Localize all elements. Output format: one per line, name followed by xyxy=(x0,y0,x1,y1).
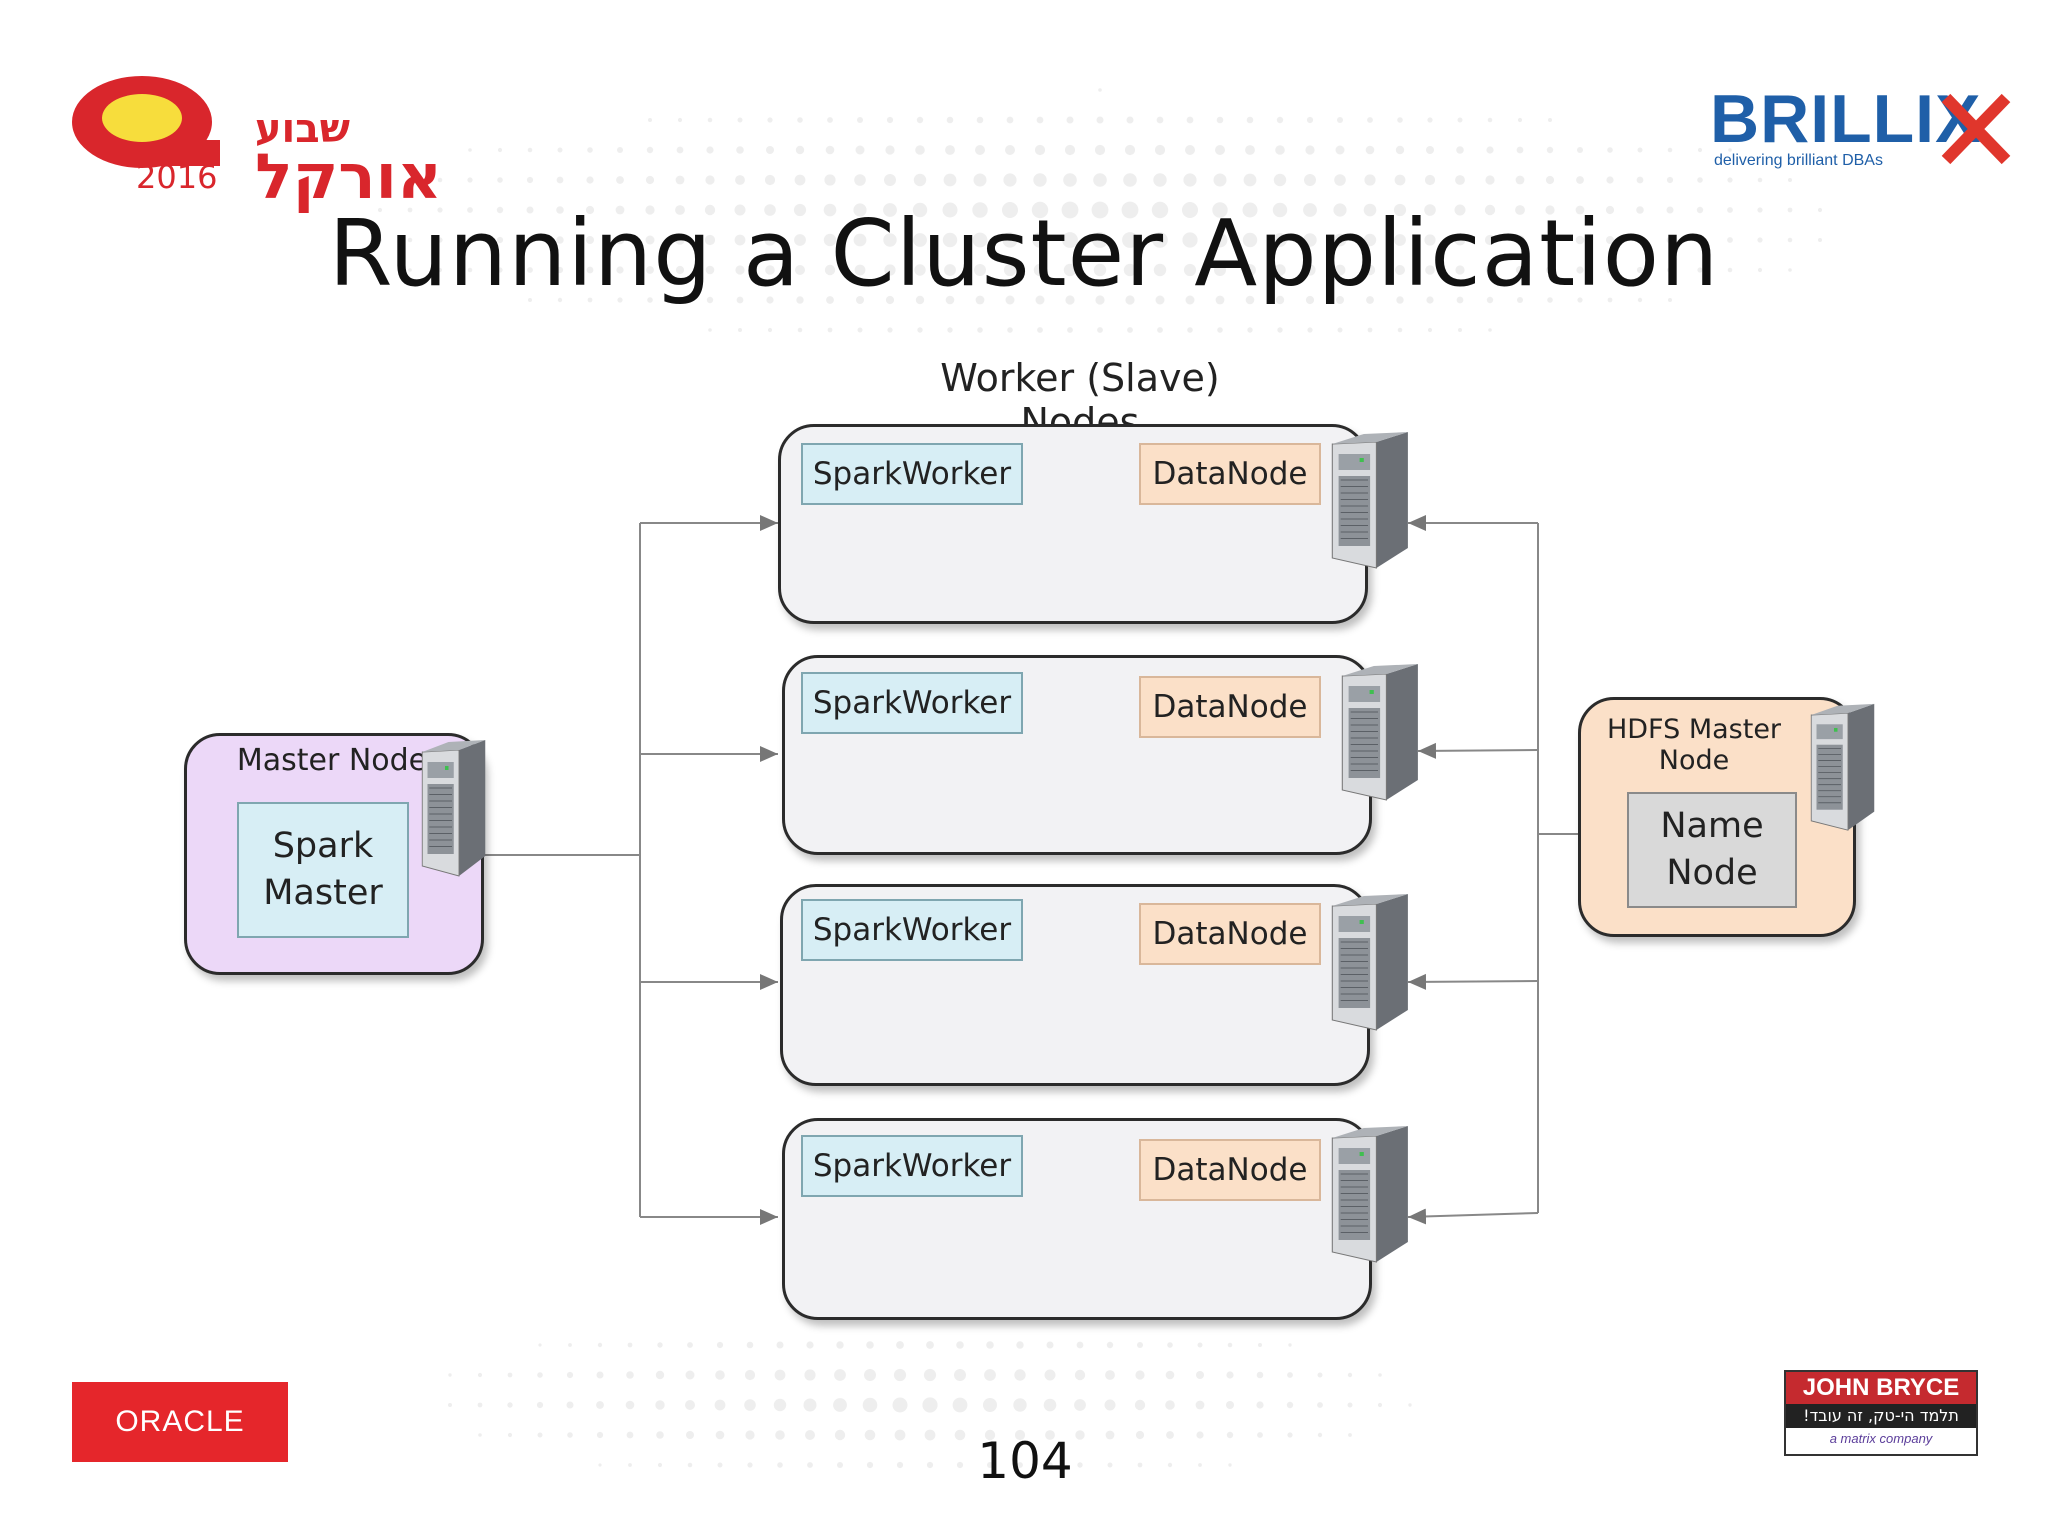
hdfs-to-worker-2-line xyxy=(1417,742,1539,759)
spark-worker-box: SparkWorker xyxy=(801,899,1023,961)
hdfs-to-worker-4-line xyxy=(1407,1208,1539,1225)
server-icon xyxy=(1326,430,1410,570)
john-bryce-name: JOHN BRYCE xyxy=(1786,1372,1976,1404)
john-bryce-tagline: a matrix company xyxy=(1829,1431,1933,1446)
john-bryce-hebrew: תלמד הי-טק, זה עובד! xyxy=(1786,1404,1976,1428)
oracle-logo-text: ORACLE xyxy=(115,1405,245,1438)
brillix-name: BRILLIX xyxy=(1710,90,1981,157)
oracle-logo: ORACLE xyxy=(72,1382,288,1462)
oracle-week-hebrew-bottom: אורקל xyxy=(255,140,442,213)
worker-node-4: SparkWorker DataNode xyxy=(782,1118,1372,1320)
master-node-label: Master Node xyxy=(236,743,428,778)
worker-node-3: SparkWorker DataNode xyxy=(780,884,1370,1086)
oracle-week-year: 2016 xyxy=(136,158,217,196)
data-node-box: DataNode xyxy=(1139,676,1321,738)
oracle-week-logo: שבוע אורקל 2016 xyxy=(72,76,442,213)
john-bryce-logo: JOHN BRYCE תלמד הי-טק, זה עובד! a matrix… xyxy=(1784,1370,1978,1456)
spark-worker-box: SparkWorker xyxy=(801,443,1023,505)
name-node-box: Name Node xyxy=(1627,792,1797,908)
server-icon xyxy=(1326,1124,1410,1264)
brillix-tagline: delivering brilliant DBAs xyxy=(1714,152,1883,169)
server-icon xyxy=(1326,892,1410,1032)
worker-node-1: SparkWorker DataNode xyxy=(778,424,1368,624)
server-icon xyxy=(1806,702,1876,832)
spark-worker-box: SparkWorker xyxy=(801,672,1023,734)
spark-master-box: Spark Master xyxy=(237,802,409,938)
data-node-box: DataNode xyxy=(1139,903,1321,965)
data-node-box: DataNode xyxy=(1139,443,1321,505)
oracle-week-hebrew-top: שבוע xyxy=(255,106,350,152)
server-icon xyxy=(417,738,487,878)
spark-worker-box: SparkWorker xyxy=(801,1135,1023,1197)
worker-node-2: SparkWorker DataNode xyxy=(782,655,1372,855)
hdfs-to-worker-3-line xyxy=(1407,973,1539,990)
page-number: 104 xyxy=(977,1432,1073,1490)
hdfs-master-label: HDFS Master Node xyxy=(1606,714,1782,777)
data-node-box: DataNode xyxy=(1139,1139,1321,1201)
slide-title: Running a Cluster Application xyxy=(328,200,1720,307)
hdfs-master-node: HDFS Master Node Name Node xyxy=(1578,697,1856,937)
server-icon xyxy=(1336,662,1420,802)
brillix-logo: BRILLIX delivering brilliant DBAs xyxy=(1710,90,2011,169)
